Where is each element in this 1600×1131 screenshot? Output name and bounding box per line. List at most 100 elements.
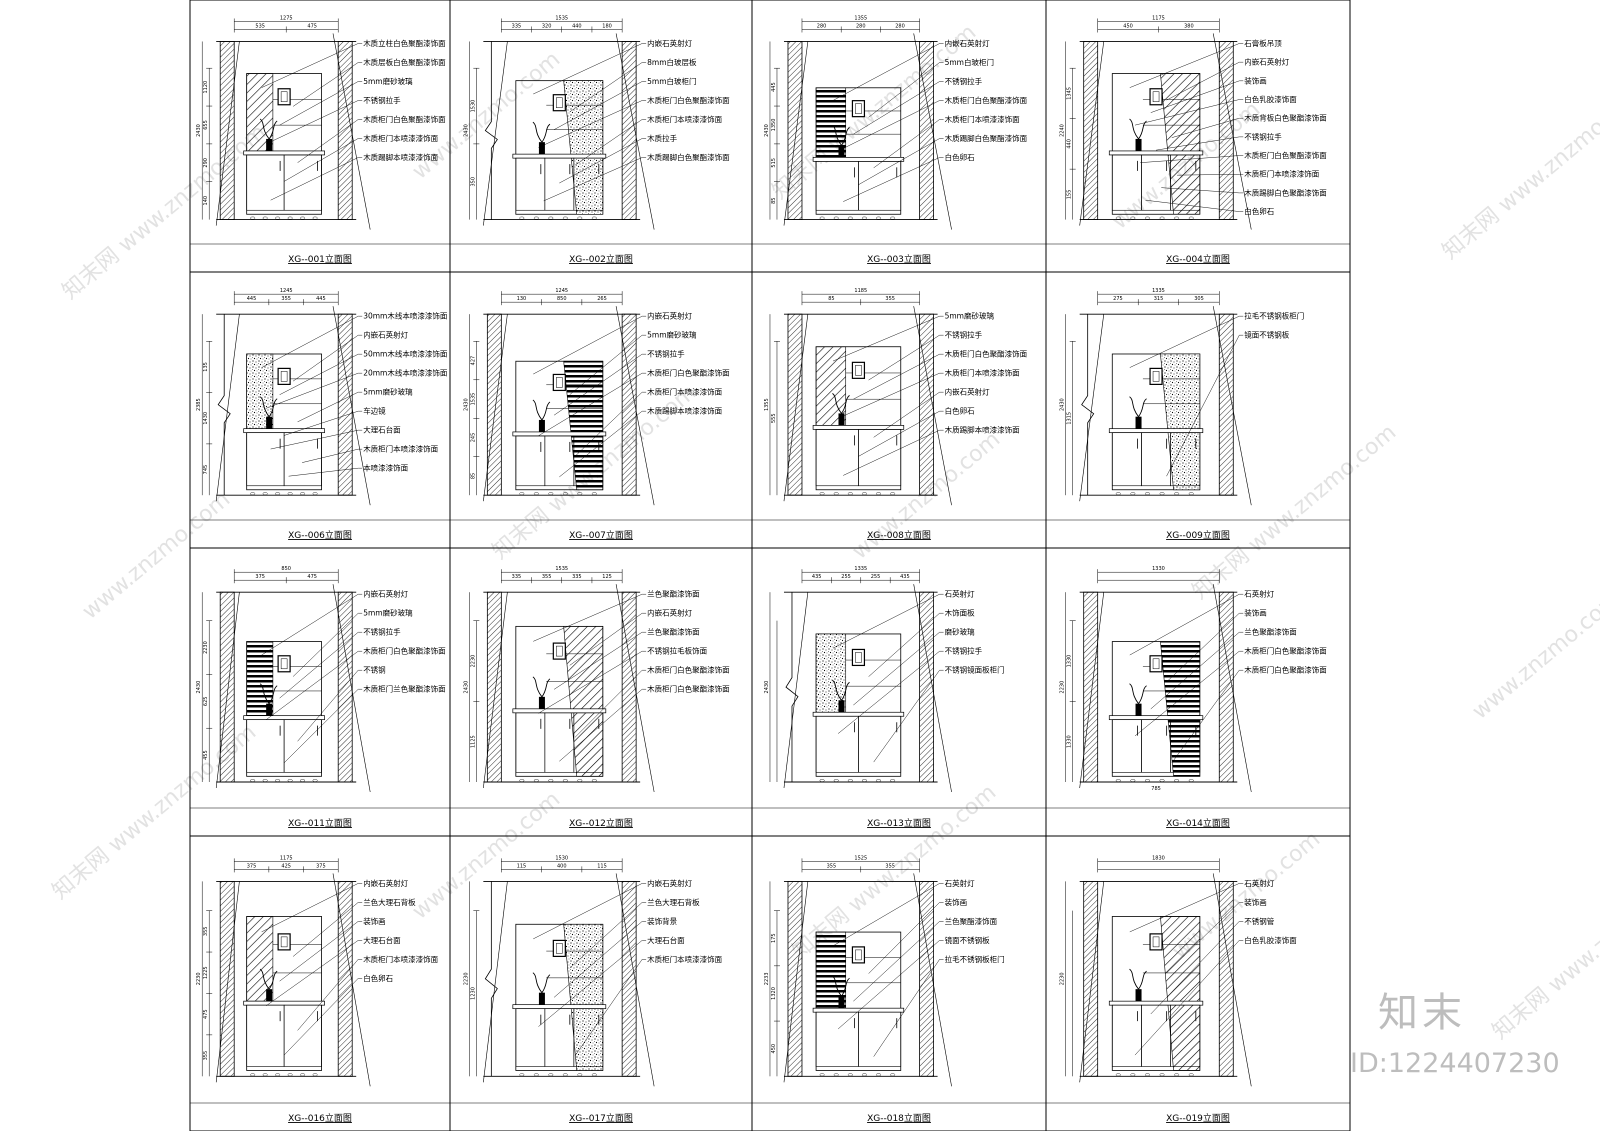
dimension-text: 275 bbox=[1113, 296, 1123, 302]
picture-frame bbox=[851, 361, 866, 379]
leader-line bbox=[1177, 174, 1240, 176]
leader-line bbox=[288, 467, 359, 477]
pebble bbox=[562, 1073, 568, 1077]
pebble bbox=[876, 1073, 881, 1077]
pebble bbox=[300, 779, 305, 782]
perspective-line bbox=[1079, 881, 1105, 1083]
dimension-text: 1355 bbox=[854, 15, 867, 21]
pebble bbox=[1174, 492, 1180, 496]
dimension-text: 425 bbox=[281, 863, 291, 869]
dimension-text: 85 bbox=[828, 296, 834, 302]
dimension-text: 130 bbox=[517, 296, 527, 302]
wall-section bbox=[787, 880, 803, 1077]
cabinet-door bbox=[246, 432, 285, 487]
material-label: 石英射灯 bbox=[1244, 878, 1274, 888]
plant-icon bbox=[259, 396, 278, 417]
material-label: 木质踢脚白色聚酯漆饰面 bbox=[1244, 187, 1327, 197]
material-label: 白色卵石 bbox=[1244, 206, 1274, 216]
pebble bbox=[819, 216, 825, 220]
wall-section bbox=[219, 591, 235, 783]
leader-line bbox=[569, 902, 643, 969]
pebble bbox=[1130, 1073, 1136, 1077]
material-label: 石英射灯 bbox=[945, 878, 975, 888]
material-label: 木质柜门本喷漆漆饰面 bbox=[363, 954, 438, 964]
plant-icon bbox=[532, 676, 551, 698]
perspective-line bbox=[215, 314, 240, 502]
material-label: 不锈钢拉手 bbox=[647, 349, 685, 359]
leader-line bbox=[832, 315, 940, 362]
material-label: 木质柜门本喷漆漆饰面 bbox=[945, 368, 1020, 378]
panel-caption: XG--014立面图 bbox=[1166, 817, 1230, 829]
perspective-line bbox=[783, 41, 809, 226]
dimension-text: 355 bbox=[885, 863, 895, 869]
perspective-line bbox=[913, 584, 952, 793]
dimension-text: 245 bbox=[470, 433, 476, 443]
wall-section bbox=[621, 880, 637, 1077]
wall-section bbox=[486, 313, 502, 496]
dimension-text: 115 bbox=[517, 863, 527, 869]
dimension-text: 280 bbox=[817, 23, 827, 29]
dimension-text: 125 bbox=[602, 574, 612, 580]
leader-line bbox=[837, 651, 940, 734]
cabinet-door bbox=[858, 715, 902, 773]
leader-line bbox=[837, 940, 940, 1030]
material-label: 石膏板吊顶 bbox=[1244, 38, 1282, 48]
pebble bbox=[1130, 779, 1136, 782]
dimension-text: 445 bbox=[316, 296, 326, 302]
leader-line bbox=[574, 391, 643, 457]
material-label: 白色卵石 bbox=[945, 152, 975, 162]
leader-line bbox=[1161, 187, 1240, 194]
leader-line bbox=[553, 921, 643, 998]
leader-line bbox=[868, 334, 940, 381]
dimension-text: 2430 bbox=[463, 681, 469, 694]
pebble bbox=[275, 216, 281, 220]
break-line bbox=[1081, 314, 1095, 496]
dimension-text: 1430 bbox=[203, 412, 209, 425]
leader-line bbox=[284, 138, 359, 182]
pebble bbox=[548, 1073, 554, 1077]
pebble bbox=[312, 1073, 318, 1077]
dimension-text: 2430 bbox=[463, 398, 469, 411]
feature-panel bbox=[1160, 916, 1201, 1071]
pebble bbox=[591, 1073, 597, 1077]
leader-line bbox=[569, 613, 643, 666]
cabinet-door bbox=[283, 154, 322, 211]
leader-line bbox=[266, 940, 359, 1006]
leader-line bbox=[270, 429, 359, 450]
dimension-text: 1245 bbox=[280, 288, 293, 294]
leader-line bbox=[873, 959, 940, 1057]
pebble bbox=[847, 779, 853, 782]
counter-top bbox=[512, 431, 607, 437]
dimension-text: 335 bbox=[512, 574, 522, 580]
material-label: 装饰画 bbox=[945, 897, 968, 907]
material-label: 石英射灯 bbox=[945, 589, 975, 599]
cabinet-door bbox=[573, 712, 604, 773]
leader-line bbox=[1140, 155, 1240, 163]
dimension-text: 455 bbox=[203, 750, 209, 760]
leader-line bbox=[543, 157, 643, 202]
picture-frame bbox=[552, 373, 566, 392]
perspective-line bbox=[332, 873, 371, 1087]
dimension-text: 2430 bbox=[463, 124, 469, 137]
cabinet-door bbox=[858, 1011, 902, 1067]
counter-top bbox=[243, 715, 325, 721]
plant-icon bbox=[532, 399, 551, 421]
material-label: 木质柜门白色聚酯漆饰面 bbox=[945, 95, 1028, 105]
counter-top bbox=[243, 1000, 325, 1006]
dimension-text: 440 bbox=[1067, 139, 1073, 149]
perspective-line bbox=[1212, 584, 1252, 793]
dimension-text: 450 bbox=[1123, 23, 1133, 29]
leader-line bbox=[1134, 99, 1240, 126]
dimension-text: 2430 bbox=[764, 681, 770, 694]
material-label: 木质柜门白色聚酯漆饰面 bbox=[647, 684, 730, 694]
pebble bbox=[591, 779, 597, 782]
watermark-text: 知末网 www.znzmo.com bbox=[1488, 860, 1600, 1045]
dimension-text: 440 bbox=[572, 23, 582, 29]
leader-line bbox=[1150, 632, 1240, 710]
material-label: 不锈钢管 bbox=[1244, 916, 1274, 926]
pebble bbox=[287, 779, 293, 782]
